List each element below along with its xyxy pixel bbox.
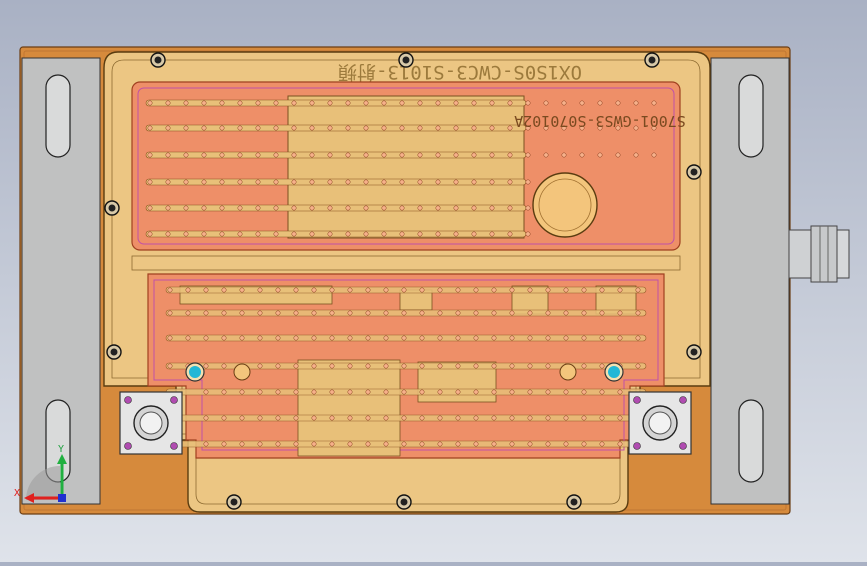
rf-connector[interactable] [788, 225, 850, 283]
right-sma-connector[interactable] [628, 391, 692, 455]
triad-x-label: X [14, 488, 20, 499]
lower-grooves [165, 286, 647, 448]
triad-y-label: Y [58, 444, 64, 455]
coordinate-triad: Y X [14, 444, 67, 503]
engraving-top-text: OX1S0S-CWC3-S1013-射頻 [338, 61, 582, 83]
mounting-screws[interactable] [104, 52, 702, 510]
divider-rail [131, 255, 681, 271]
right-clamp-block[interactable] [710, 57, 790, 505]
upper-grooves [145, 99, 657, 238]
engraving-side-text: S7001-GWS3-S070102A [514, 112, 686, 130]
round-boss[interactable] [532, 172, 598, 238]
upper-cavity[interactable]: S7001-GWS3-S070102A [131, 81, 686, 251]
alignment-pins[interactable] [185, 362, 624, 382]
left-clamp-block[interactable] [21, 57, 101, 505]
lower-cavity[interactable] [147, 273, 665, 459]
left-sma-connector[interactable] [119, 391, 183, 455]
